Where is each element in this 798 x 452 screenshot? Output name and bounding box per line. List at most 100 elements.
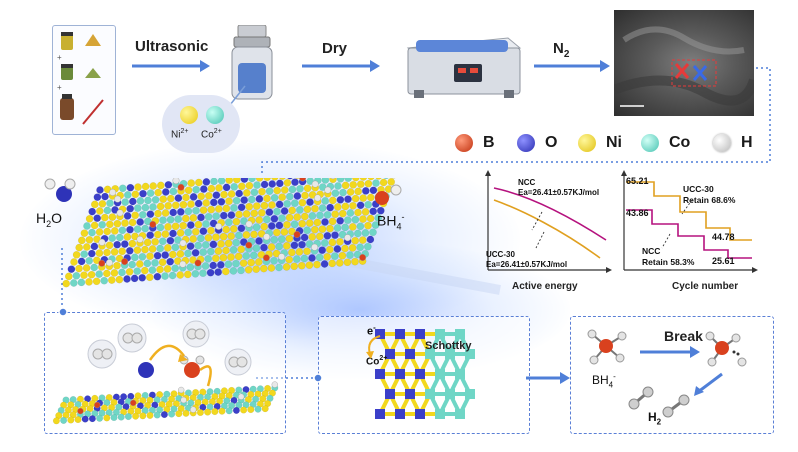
lattice-atom <box>379 178 388 187</box>
schottky-lattice <box>375 329 475 419</box>
hydrogen-atom <box>314 194 322 202</box>
lattice-atom <box>156 202 165 211</box>
lattice-atom <box>146 252 154 260</box>
lattice-atom <box>128 218 137 227</box>
lattice-atom <box>182 214 190 223</box>
legend-cobalt: Co <box>641 134 690 152</box>
ucc-ea: Ea=26.41±0.57KJ/mol <box>486 260 568 269</box>
lattice-atom <box>156 244 164 253</box>
lattice-atom <box>98 199 107 208</box>
lattice-atom <box>295 248 304 256</box>
lattice-atom <box>85 215 94 223</box>
lattice-atom <box>298 219 306 228</box>
lattice-atom <box>265 187 274 196</box>
legend-oxygen: O <box>517 134 557 152</box>
hydrogen-atom <box>324 186 332 194</box>
ncc-name: NCC <box>518 178 536 187</box>
lattice-atom <box>321 197 330 205</box>
hydrogen-atom <box>178 386 185 394</box>
cycle-value-1: 43.86 <box>626 208 649 218</box>
lattice-atom <box>171 243 180 252</box>
lattice-atom <box>230 204 238 212</box>
lattice-atom <box>192 185 200 194</box>
boron-atom <box>121 258 129 266</box>
lattice-atom <box>209 198 218 207</box>
lattice-atom <box>334 182 342 190</box>
lattice-atom <box>87 249 96 258</box>
lattice-atom <box>207 184 216 193</box>
lattice-atom <box>250 209 258 218</box>
lattice-atom <box>168 410 176 418</box>
lattice-atom <box>187 200 195 208</box>
lattice-atom <box>95 228 104 236</box>
lattice-atom <box>253 181 261 189</box>
lattice-atom <box>321 178 330 184</box>
lattice-atom <box>225 178 233 184</box>
lattice-atom <box>121 240 129 248</box>
lattice-atom <box>371 221 380 229</box>
lattice-atom <box>95 249 104 257</box>
lattice-atom <box>374 214 383 222</box>
lattice-atom <box>369 207 378 216</box>
lattice-node <box>415 329 425 339</box>
lattice-atom <box>144 196 152 205</box>
lattice-atom <box>298 198 307 207</box>
ncc-retain-label: NCC Retain 58.3% <box>642 246 694 268</box>
lattice-atom <box>339 188 347 197</box>
lattice-atom <box>141 203 150 212</box>
lattice-atom <box>210 178 218 186</box>
lattice-atom <box>80 271 88 279</box>
lattice-atom <box>60 416 68 424</box>
lattice-atom <box>300 212 309 221</box>
dry-label: Dry <box>322 40 348 57</box>
lattice-atom <box>221 267 230 276</box>
lattice-atom <box>353 229 362 238</box>
lattice-atom <box>291 178 299 186</box>
lattice-atom <box>191 249 200 257</box>
lattice-atom <box>169 229 177 238</box>
lattice-atom <box>209 240 218 249</box>
lattice-node <box>455 409 465 419</box>
lattice-atom <box>207 226 215 235</box>
lattice-atom <box>290 199 299 208</box>
ni-ion-label: Ni2+ <box>171 128 189 141</box>
lattice-atom <box>242 189 251 197</box>
lattice-atom <box>335 259 344 267</box>
lattice-atom <box>189 214 198 222</box>
lattice-atom <box>218 407 226 415</box>
lattice-node <box>395 329 405 339</box>
lattice-atom <box>346 209 355 217</box>
lattice-atom <box>270 193 279 202</box>
lattice-atom <box>341 223 350 232</box>
bh4-label: BH4- <box>377 212 405 232</box>
h2o-label: H2O <box>36 210 63 229</box>
lattice-atom <box>212 191 221 200</box>
lattice-atom <box>62 279 70 288</box>
lattice-atom <box>308 212 317 220</box>
lattice-atom <box>252 202 261 210</box>
lattice-atom <box>383 178 389 180</box>
lattice-atom <box>248 178 256 183</box>
lattice-atom <box>258 187 266 196</box>
lattice-atom <box>90 200 99 209</box>
hydrogen-atom <box>238 393 245 400</box>
lattice-atom <box>242 252 250 260</box>
lattice-node <box>435 409 445 419</box>
ncc-retain-name: NCC <box>642 246 661 256</box>
lattice-atom <box>237 182 246 191</box>
lattice-atom <box>227 232 235 240</box>
lattice-atom <box>293 192 302 200</box>
lattice-atom <box>331 189 340 198</box>
lattice-atom <box>260 180 269 189</box>
lattice-atom <box>177 208 185 216</box>
hydrogen-atom <box>114 195 122 203</box>
lattice-node <box>425 349 435 359</box>
legend-hydrogen: H <box>713 134 753 152</box>
lattice-atom <box>328 259 337 268</box>
co-ion-label: Co2+ <box>201 128 222 141</box>
lattice-atom <box>136 218 144 226</box>
lattice-atom <box>261 405 269 413</box>
ncc-energy-label: NCC Ea=26.41±0.57KJ/mol <box>518 178 599 198</box>
lattice-atom <box>356 243 365 252</box>
lattice-atom <box>338 209 347 218</box>
